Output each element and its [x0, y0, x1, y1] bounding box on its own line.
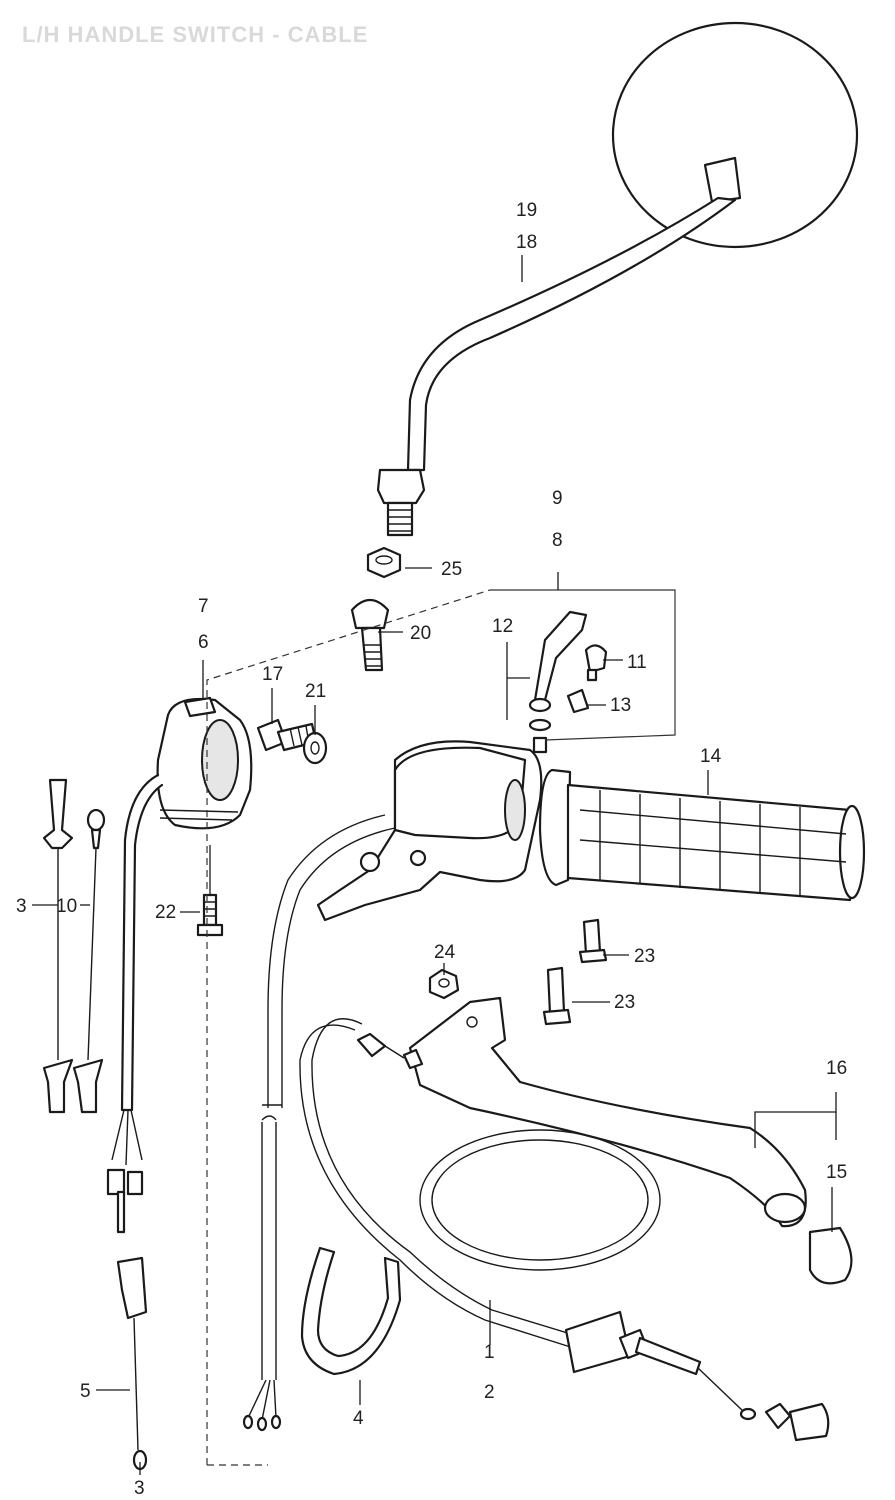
mirror-hex-base — [376, 468, 426, 505]
callout-23-upper: 23 — [634, 946, 655, 967]
callout-15: 15 — [826, 1162, 847, 1183]
screw-23-upper — [578, 918, 608, 964]
callout-17: 17 — [262, 664, 283, 685]
nut-24 — [428, 968, 460, 1000]
leader-lines — [32, 255, 837, 1475]
callout-18: 18 — [516, 232, 537, 253]
pin-11 — [584, 644, 608, 682]
mirror-head — [611, 21, 859, 249]
bolt-20 — [350, 598, 390, 672]
callout-11: 11 — [627, 652, 647, 673]
lever-cover-15 — [808, 1226, 853, 1285]
diagram-title: L/H HANDLE SWITCH - CABLE — [22, 22, 369, 47]
callout-7: 7 — [198, 596, 209, 617]
band-4 — [300, 1246, 402, 1376]
switch-wire-connectors — [106, 1109, 144, 1234]
callout-10: 10 — [56, 896, 77, 917]
nut-25 — [366, 546, 402, 579]
callout-12: 12 — [492, 616, 513, 637]
switch-housing — [156, 696, 253, 830]
screw-22 — [196, 893, 224, 937]
callout-23-lower: 23 — [614, 992, 635, 1013]
washer-21 — [302, 731, 328, 765]
callout-2: 2 — [484, 1382, 495, 1403]
mirror-stem — [406, 196, 737, 472]
wire-lead-5 — [116, 1256, 148, 1471]
callout-16: 16 — [826, 1058, 847, 1079]
screw-13 — [566, 688, 590, 714]
callout-24: 24 — [434, 942, 456, 963]
callout-8: 8 — [552, 530, 563, 551]
wire-lead-3 — [42, 778, 74, 1114]
grip-14 — [538, 768, 866, 902]
mirror — [376, 21, 859, 537]
callout-3-top: 3 — [16, 896, 27, 917]
callout-1: 1 — [484, 1342, 495, 1363]
callout-4: 4 — [353, 1408, 364, 1429]
switch-wire — [120, 773, 164, 1112]
callout-21: 21 — [305, 681, 326, 702]
callout-3-bottom: 3 — [134, 1478, 145, 1499]
wire-lead-10 — [72, 808, 106, 1114]
handlebar-switch-cable — [242, 814, 396, 1432]
callout-9: 9 — [552, 488, 563, 509]
clutch-lever — [408, 996, 807, 1228]
mirror-thread — [386, 501, 414, 537]
callout-6: 6 — [198, 632, 209, 653]
cable-adjuster-12 — [528, 610, 588, 754]
screw-23-lower — [542, 966, 572, 1026]
callout-20: 20 — [410, 623, 431, 644]
callout-14: 14 — [700, 746, 722, 767]
callout-22: 22 — [155, 902, 176, 923]
assembly-box-8 — [490, 589, 676, 741]
lever-bracket — [316, 740, 543, 922]
clutch-cable — [299, 1018, 830, 1442]
callout-13: 13 — [610, 695, 631, 716]
callout-5: 5 — [80, 1381, 91, 1402]
mirror-joint — [703, 156, 742, 204]
callout-labels: 19 18 25 9 8 20 7 6 17 21 12 11 13 14 22… — [16, 200, 847, 1499]
callout-25: 25 — [441, 559, 462, 580]
assembly-dashed-frame — [206, 589, 491, 1465]
callout-19: 19 — [516, 200, 537, 221]
